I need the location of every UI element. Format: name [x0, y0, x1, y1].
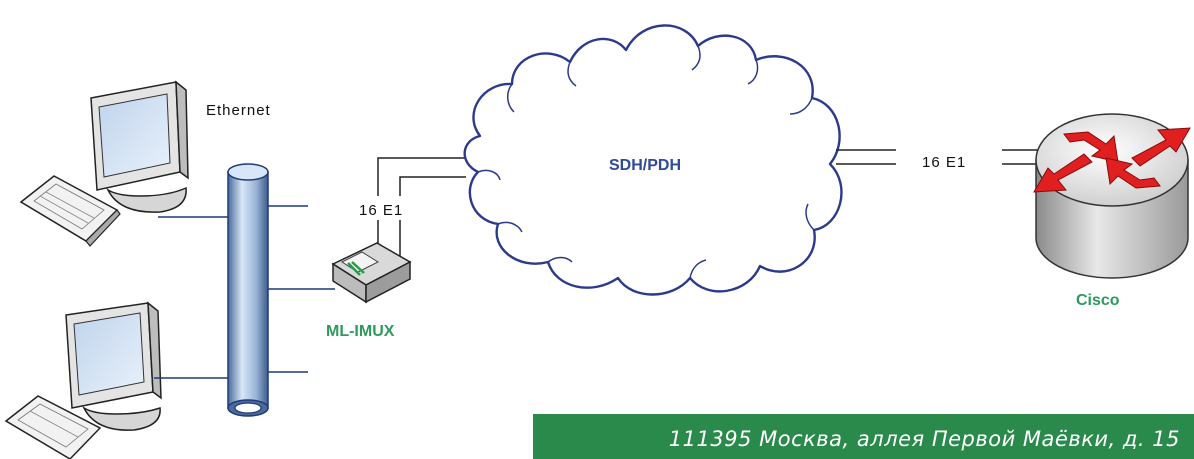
router-arrows-icon: [1033, 127, 1191, 193]
e1-label-left: 16 E1: [359, 202, 403, 219]
keyboard-icon: [4, 395, 102, 459]
ethernet-label: Ethernet: [206, 102, 271, 119]
ethernet-bus: [227, 163, 269, 417]
e1-links-right: [836, 149, 1038, 165]
workstation-bottom: [4, 301, 162, 459]
monitor-icon: [90, 80, 189, 213]
mux-label: ML-IMUX: [326, 323, 395, 340]
cloud-label: SDH/PDH: [609, 157, 681, 174]
e1-label-right: 16 E1: [922, 154, 966, 171]
address-banner: 111395 Москва, аллея Первой Маёвки, д. 1…: [533, 414, 1194, 459]
monitor-icon: [65, 301, 162, 431]
cloud-icon: [463, 24, 843, 296]
mux-device-icon: [331, 242, 412, 304]
ethernet-connectors: [154, 205, 335, 379]
address-text: 111395 Москва, аллея Первой Маёвки, д. 1…: [668, 427, 1180, 451]
keyboard-icon: [19, 175, 121, 247]
router-icon: [1033, 113, 1191, 279]
workstation-top: [19, 80, 189, 247]
router-label: Cisco: [1076, 292, 1120, 309]
